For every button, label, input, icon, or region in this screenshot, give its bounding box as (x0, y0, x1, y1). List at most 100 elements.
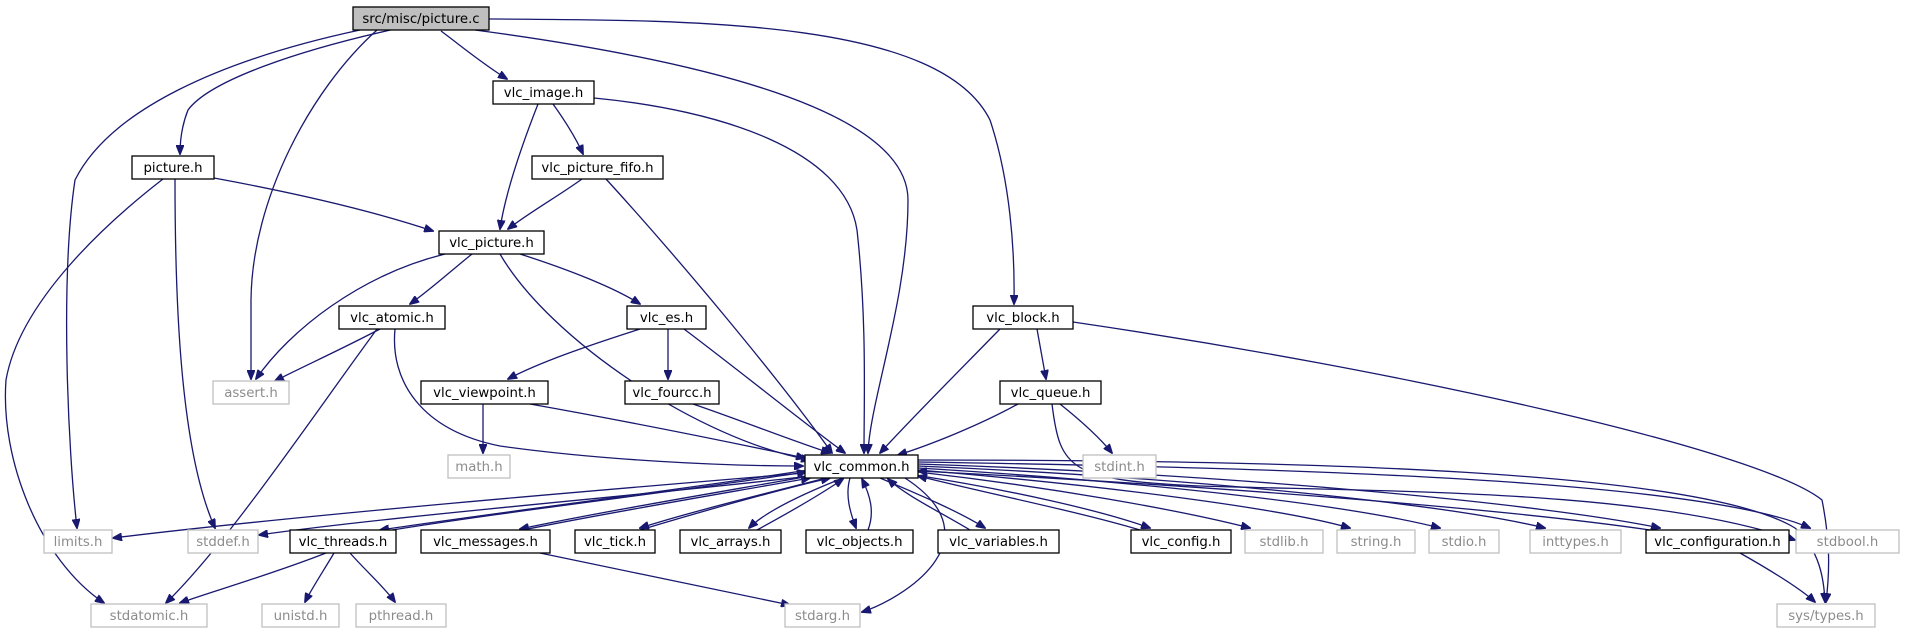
node-vlc-picture[interactable]: vlc_picture.h (438, 230, 545, 255)
node-label: vlc_threads.h (299, 535, 388, 550)
edge-vlc-picture-to-assert (256, 253, 446, 379)
node-vlc-image[interactable]: vlc_image.h (492, 80, 595, 105)
node-vlc-config[interactable]: vlc_config.h (1130, 529, 1232, 554)
node-label: vlc_variables.h (949, 535, 1048, 550)
node-label: string.h (1351, 535, 1402, 550)
node-box (805, 529, 914, 554)
node-box (1776, 603, 1876, 628)
edge-picture-h-to-vlc-picture (213, 177, 433, 231)
node-label: vlc_common.h (813, 460, 909, 475)
node-label: stdbool.h (1817, 535, 1879, 550)
node-box (261, 603, 340, 628)
edge-vlc-picture-fifo-to-vlc-common (605, 178, 832, 453)
edge-vlc-threads-to-unistd (305, 552, 335, 602)
node-box (624, 380, 720, 405)
edge-vlc-picture-fifo-to-vlc-picture (508, 178, 583, 229)
node-label: vlc_config.h (1142, 535, 1221, 550)
node-label: vlc_messages.h (433, 535, 538, 550)
node-vlc-objects[interactable]: vlc_objects.h (805, 529, 914, 554)
node-assert: assert.h (212, 380, 290, 405)
edge-vlc-configuration-to-vlc-common (918, 471, 1651, 531)
node-box (289, 529, 397, 554)
node-label: stdio.h (1442, 535, 1487, 550)
edge-vlc-threads-to-pthread (349, 552, 395, 602)
edge-vlc-variables-to-vlc-common (888, 479, 971, 531)
node-label: picture.h (143, 161, 202, 176)
node-label: assert.h (224, 386, 278, 401)
edge-vlc-viewpoint-to-vlc-common (529, 403, 805, 458)
node-box (212, 380, 290, 405)
node-box (438, 230, 545, 255)
node-box (492, 80, 595, 105)
edge-picture-c-to-vlc-image (440, 30, 507, 79)
node-label: src/misc/picture.c (362, 12, 479, 27)
node-stdbool: stdbool.h (1795, 529, 1900, 554)
edge-vlc-common-to-sys-types (917, 459, 1825, 602)
node-label: stdlib.h (1259, 535, 1308, 550)
node-box (352, 6, 490, 31)
node-vlc-block[interactable]: vlc_block.h (972, 305, 1074, 330)
edge-vlc-common-to-vlc-configuration (917, 463, 1660, 528)
edge-picture-c-to-picture-h (180, 28, 396, 154)
edge-vlc-configuration-to-sys-types (1739, 552, 1815, 602)
node-label: math.h (455, 460, 502, 475)
node-box (1529, 529, 1622, 554)
node-label: stdint.h (1094, 460, 1145, 475)
edge-vlc-arrays-to-vlc-common (756, 479, 843, 531)
node-vlc-configuration[interactable]: vlc_configuration.h (1645, 529, 1790, 554)
edge-picture-h-to-stddef (174, 178, 215, 528)
node-pthread: pthread.h (355, 603, 447, 628)
node-box (531, 155, 664, 180)
edge-vlc-messages-to-stdarg (539, 552, 790, 605)
node-box (1244, 529, 1324, 554)
node-vlc-fourcc[interactable]: vlc_fourcc.h (624, 380, 720, 405)
node-box (784, 603, 861, 628)
edge-picture-c-to-assert (251, 29, 378, 379)
node-vlc-tick[interactable]: vlc_tick.h (574, 529, 656, 554)
node-vlc-queue[interactable]: vlc_queue.h (999, 380, 1102, 405)
node-box (420, 380, 549, 405)
node-box (187, 529, 259, 554)
edge-vlc-common-to-stdlib (917, 471, 1250, 528)
node-label: vlc_fourcc.h (632, 386, 711, 401)
node-vlc-threads[interactable]: vlc_threads.h (289, 529, 397, 554)
edge-vlc-image-to-vlc-common (593, 97, 864, 453)
node-vlc-variables[interactable]: vlc_variables.h (937, 529, 1060, 554)
node-box (90, 603, 208, 628)
edge-vlc-common-to-stdio (917, 467, 1440, 528)
node-vlc-common[interactable]: vlc_common.h (804, 454, 919, 479)
node-box (1795, 529, 1900, 554)
node-vlc-picture-fifo[interactable]: vlc_picture_fifo.h (531, 155, 664, 180)
node-label: stdarg.h (795, 609, 850, 624)
node-label: vlc_atomic.h (350, 311, 434, 326)
edge-vlc-es-to-vlc-common (683, 328, 845, 453)
edge-vlc-tick-to-vlc-common (639, 478, 830, 531)
edge-vlc-atomic-to-stdatomic (166, 328, 378, 603)
edge-vlc-es-to-vlc-viewpoint (508, 328, 641, 379)
nodes-layer: src/misc/picture.c vlc_image.h picture.h vl… (43, 6, 1900, 628)
edge-picture-c-to-vlc-block (488, 18, 1014, 304)
node-vlc-atomic[interactable]: vlc_atomic.h (338, 305, 446, 330)
edges-layer (4, 18, 1828, 612)
node-picture-c[interactable]: src/misc/picture.c (352, 6, 490, 31)
edge-vlc-threads-to-stdatomic (180, 552, 327, 603)
node-stdio: stdio.h (1428, 529, 1500, 554)
edge-vlc-atomic-to-assert (275, 328, 381, 381)
node-label: vlc_queue.h (1011, 386, 1091, 401)
edge-vlc-atomic-to-vlc-common (393, 328, 803, 466)
edge-vlc-picture-to-vlc-atomic (410, 253, 473, 304)
node-vlc-es[interactable]: vlc_es.h (626, 305, 707, 330)
edge-vlc-config-to-vlc-common (918, 476, 1141, 531)
node-picture-h[interactable]: picture.h (131, 155, 215, 180)
node-math: math.h (447, 454, 511, 479)
node-vlc-arrays[interactable]: vlc_arrays.h (679, 529, 782, 554)
node-vlc-viewpoint[interactable]: vlc_viewpoint.h (420, 380, 549, 405)
node-box (1082, 454, 1157, 479)
node-label: vlc_arrays.h (691, 535, 771, 550)
node-box (1428, 529, 1500, 554)
node-vlc-messages[interactable]: vlc_messages.h (420, 529, 551, 554)
node-label: stdatomic.h (110, 609, 189, 624)
node-inttypes: inttypes.h (1529, 529, 1622, 554)
edge-vlc-image-to-vlc-picture-fifo (552, 103, 583, 154)
